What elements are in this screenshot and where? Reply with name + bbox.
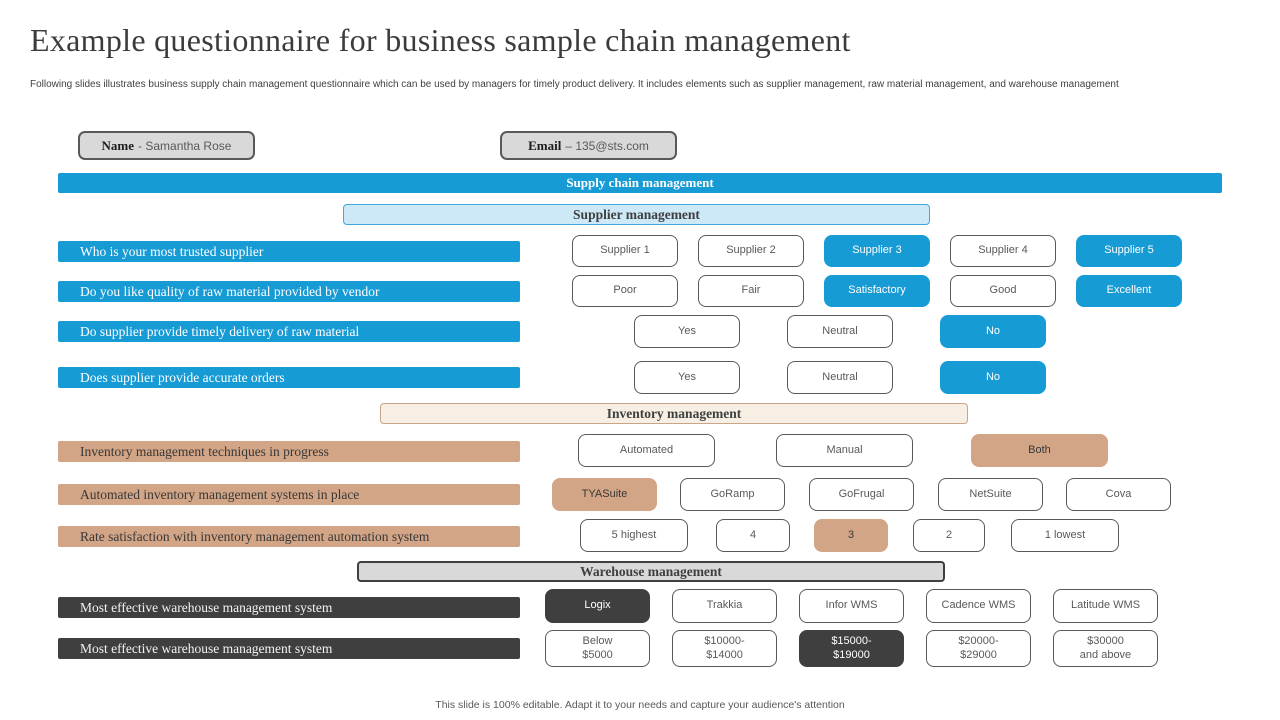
question-bar: Who is your most trusted supplier: [58, 241, 520, 262]
option-10000-14000[interactable]: $10000- $14000: [672, 630, 777, 667]
email-value: – 135@sts.com: [565, 138, 649, 153]
option-supplier-5[interactable]: Supplier 5: [1076, 235, 1182, 267]
option-gofrugal[interactable]: GoFrugal: [809, 478, 914, 511]
option-20000-29000[interactable]: $20000- $29000: [926, 630, 1031, 667]
section-header-warehouse-management: Warehouse management: [357, 561, 945, 582]
option-supplier-3[interactable]: Supplier 3: [824, 235, 930, 267]
option-supplier-1[interactable]: Supplier 1: [572, 235, 678, 267]
question-bar: Automated inventory management systems i…: [58, 484, 520, 505]
section-header-inventory-management: Inventory management: [380, 403, 968, 424]
option-supplier-2[interactable]: Supplier 2: [698, 235, 804, 267]
option-fair[interactable]: Fair: [698, 275, 804, 307]
name-label: Name: [101, 137, 135, 153]
option-30000-and-above[interactable]: $30000 and above: [1053, 630, 1158, 667]
section-header-supplier-management: Supplier management: [343, 204, 930, 225]
name-field[interactable]: Name - Samantha Rose: [78, 131, 255, 160]
option-neutral[interactable]: Neutral: [787, 361, 893, 394]
option-netsuite[interactable]: NetSuite: [938, 478, 1043, 511]
email-label: Email: [528, 137, 562, 153]
option-trakkia[interactable]: Trakkia: [672, 589, 777, 623]
page-subtitle: Following slides illustrates business su…: [30, 79, 1119, 90]
option-infor-wms[interactable]: Infor WMS: [799, 589, 904, 623]
option-neutral[interactable]: Neutral: [787, 315, 893, 348]
option-1-lowest[interactable]: 1 lowest: [1011, 519, 1119, 552]
option-15000-19000[interactable]: $15000- $19000: [799, 630, 904, 667]
email-field[interactable]: Email – 135@sts.com: [500, 131, 677, 160]
page-title: Example questionnaire for business sampl…: [30, 22, 851, 58]
option-supplier-4[interactable]: Supplier 4: [950, 235, 1056, 267]
supply-chain-management-banner: Supply chain management: [58, 173, 1222, 193]
option-yes[interactable]: Yes: [634, 315, 740, 348]
option-cadence-wms[interactable]: Cadence WMS: [926, 589, 1031, 623]
option-2[interactable]: 2: [913, 519, 985, 552]
option-manual[interactable]: Manual: [776, 434, 913, 467]
option-4[interactable]: 4: [716, 519, 790, 552]
option-5-highest[interactable]: 5 highest: [580, 519, 688, 552]
option-tyasuite[interactable]: TYASuite: [552, 478, 657, 511]
option-both[interactable]: Both: [971, 434, 1108, 467]
option-no[interactable]: No: [940, 315, 1046, 348]
option-logix[interactable]: Logix: [545, 589, 650, 623]
option-below-5000[interactable]: Below $5000: [545, 630, 650, 667]
option-cova[interactable]: Cova: [1066, 478, 1171, 511]
option-satisfactory[interactable]: Satisfactory: [824, 275, 930, 307]
option-automated[interactable]: Automated: [578, 434, 715, 467]
question-bar: Rate satisfaction with inventory managem…: [58, 526, 520, 547]
option-goramp[interactable]: GoRamp: [680, 478, 785, 511]
option-no[interactable]: No: [940, 361, 1046, 394]
question-bar: Inventory management techniques in progr…: [58, 441, 520, 462]
option-latitude-wms[interactable]: Latitude WMS: [1053, 589, 1158, 623]
option-poor[interactable]: Poor: [572, 275, 678, 307]
option-excellent[interactable]: Excellent: [1076, 275, 1182, 307]
footer-note: This slide is 100% editable. Adapt it to…: [435, 699, 845, 711]
option-3[interactable]: 3: [814, 519, 888, 552]
question-bar: Do you like quality of raw material prov…: [58, 281, 520, 302]
question-bar: Most effective warehouse management syst…: [58, 597, 520, 618]
question-bar: Most effective warehouse management syst…: [58, 638, 520, 659]
option-yes[interactable]: Yes: [634, 361, 740, 394]
name-value: - Samantha Rose: [138, 138, 232, 153]
option-good[interactable]: Good: [950, 275, 1056, 307]
question-bar: Do supplier provide timely delivery of r…: [58, 321, 520, 342]
question-bar: Does supplier provide accurate orders: [58, 367, 520, 388]
